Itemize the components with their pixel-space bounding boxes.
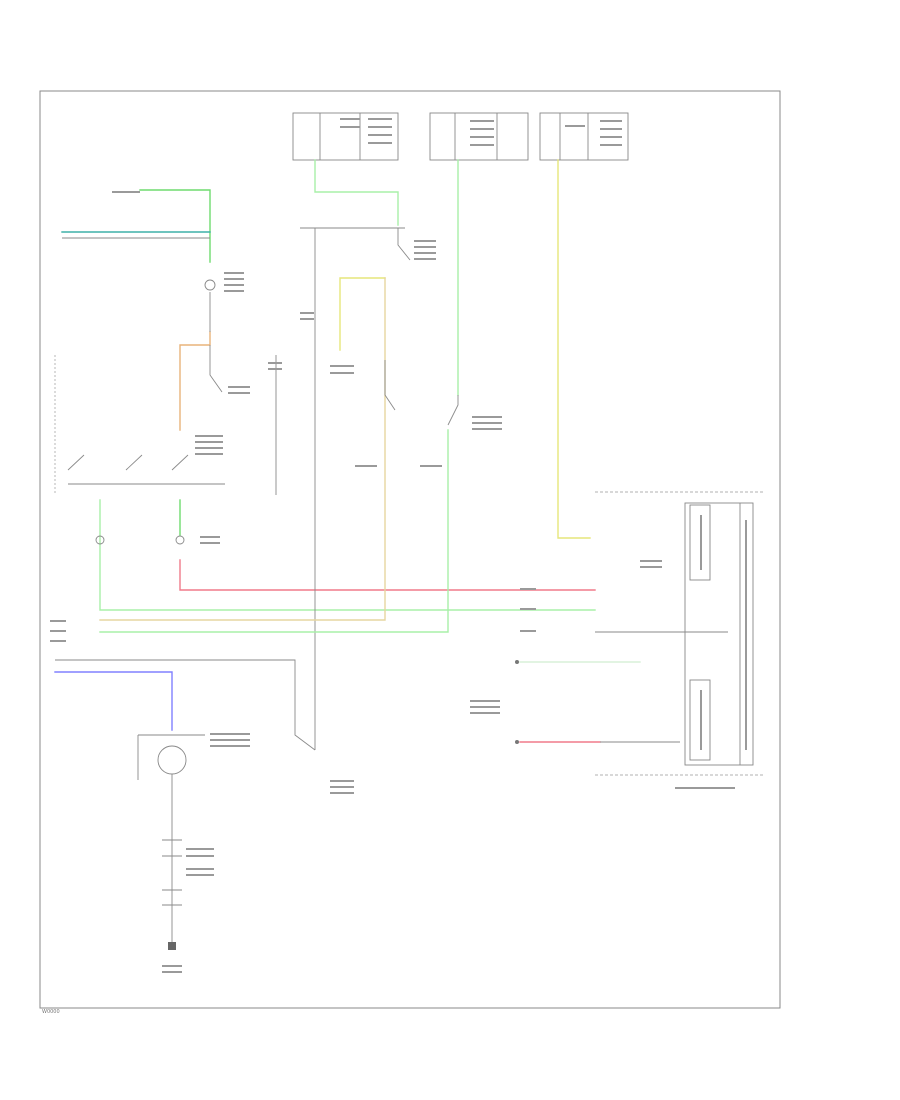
page-code: W0000	[42, 1009, 60, 1015]
switch-arm-left	[209, 345, 223, 393]
connector-upper-left	[204, 279, 216, 291]
connector-left-b	[175, 535, 185, 545]
wire-light-green-mid	[314, 159, 399, 226]
wire-yellow-right	[557, 159, 591, 539]
wire-green-top-left	[139, 189, 211, 263]
wire-tan-mid	[99, 277, 386, 621]
terminal-right-b	[515, 740, 519, 744]
connector-left-a	[95, 535, 105, 545]
wire-light-green-left	[99, 499, 596, 611]
fuse-box-right	[539, 112, 629, 161]
switch-center	[447, 395, 459, 426]
wire-yellow-mid	[339, 277, 386, 351]
wire-orange-left	[179, 331, 211, 431]
connector-lower-2	[162, 889, 182, 906]
wire-gray-lower-left	[55, 659, 316, 751]
terminal-right-a	[515, 660, 519, 664]
sensor-body	[157, 745, 187, 775]
connector-lower-1	[162, 839, 182, 857]
faint-label-marks	[50, 118, 747, 973]
switch-mid-lower	[384, 360, 396, 411]
fuse-box-left	[292, 112, 399, 161]
wire-blue-left	[54, 671, 173, 731]
switch-mid-upper	[397, 228, 411, 261]
control-module-right	[684, 502, 754, 766]
wire-red-horizontal	[179, 559, 596, 591]
ground-symbol	[168, 942, 176, 950]
wire-green-center-lower	[99, 429, 449, 633]
switch-row	[67, 454, 225, 485]
diagram-frame	[39, 90, 781, 1009]
fuse-box-center	[429, 112, 529, 161]
sensor-bracket	[137, 734, 205, 780]
